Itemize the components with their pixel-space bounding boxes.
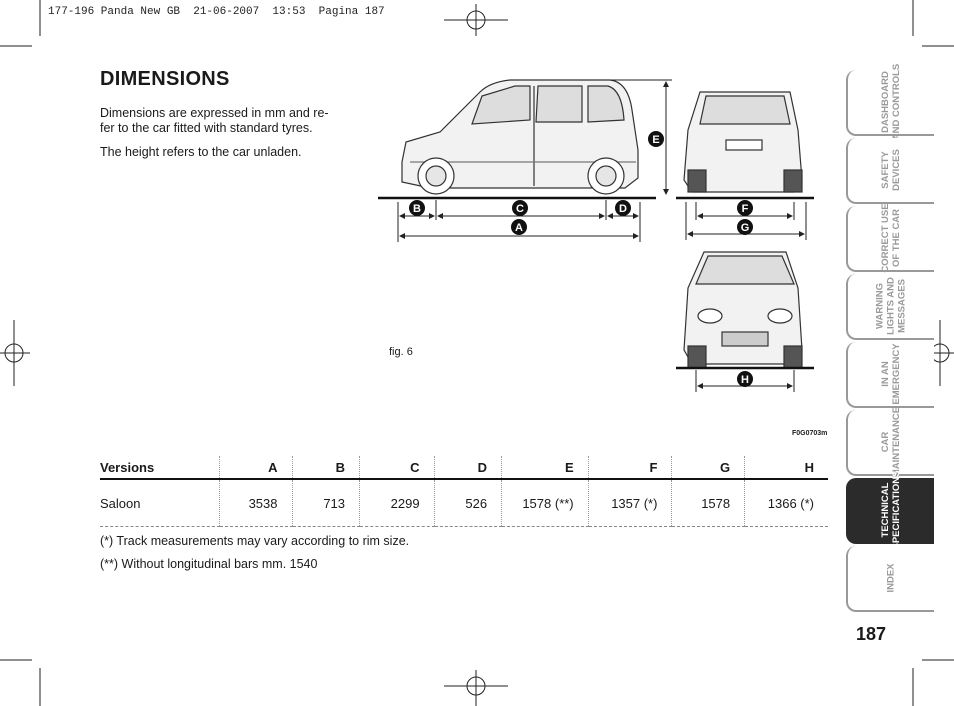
- dimensions-figure: B C D A E F G H: [378, 79, 814, 392]
- page-title: DIMENSIONS: [100, 68, 230, 90]
- tab-technical-specifications[interactable]: TECHNICAL SPECIFICATIONS: [846, 471, 934, 550]
- header-e: E: [501, 456, 589, 480]
- header-d: D: [433, 456, 502, 480]
- intro-paragraph-1: Dimensions are expressed in mm and re-fe…: [100, 106, 329, 135]
- tab-index[interactable]: INDEX: [846, 546, 934, 612]
- cell-b: 713: [291, 479, 360, 527]
- table-row: Saloon 3538 713 2299 526 1578 (**) 1357 …: [100, 479, 828, 527]
- marker-g: G: [741, 222, 750, 234]
- print-header: 177-196 Panda New GB 21-06-2007 13:53 Pa…: [48, 6, 385, 18]
- table-header-row: Versions A B C D E F G H: [100, 456, 828, 480]
- header-b: B: [291, 456, 360, 480]
- header-c: C: [359, 456, 435, 480]
- page-number: 187: [856, 624, 887, 644]
- figure-label: fig. 6: [389, 346, 413, 358]
- intro-paragraph-2: The height refers to the car unladen.: [100, 145, 302, 159]
- dimensions-table: Versions A B C D E F G H Saloon 3538 713…: [100, 456, 828, 527]
- cell-h: 1366 (*): [744, 479, 828, 527]
- tab-dashboard-and-controls[interactable]: DASHBOARD AND CONTROLS: [846, 64, 934, 140]
- tab-in-an-emergency[interactable]: IN AN EMERGENCY: [846, 342, 934, 408]
- marker-b: B: [413, 203, 421, 215]
- cell-g: 1578: [671, 479, 745, 527]
- footnotes: (*) Track measurements may vary accordin…: [100, 530, 409, 576]
- tab-warning-lights[interactable]: WARNING LIGHTS AND MESSAGES: [846, 274, 934, 340]
- footnote-2: (**) Without longitudinal bars mm. 1540: [100, 557, 318, 571]
- intro-text: Dimensions are expressed in mm and re-fe…: [100, 106, 340, 169]
- tab-correct-use[interactable]: CORRECT USE OF THE CAR: [846, 203, 934, 273]
- footnote-1: (*) Track measurements may vary accordin…: [100, 534, 410, 548]
- cell-d: 526: [433, 479, 502, 527]
- cell-c: 2299: [359, 479, 435, 527]
- marker-d: D: [619, 203, 627, 215]
- figure-code: F0G0703m: [792, 430, 828, 437]
- rear-view-car: [683, 91, 803, 193]
- header-f: F: [587, 456, 672, 480]
- cell-f: 1357 (*): [587, 479, 672, 527]
- marker-f: F: [742, 203, 749, 215]
- tab-car-maintenance[interactable]: CAR MAINTENANCE: [846, 407, 934, 477]
- cell-e: 1578 (**): [501, 479, 589, 527]
- header-g: G: [671, 456, 745, 480]
- header-versions: Versions: [100, 456, 220, 480]
- tab-safety-devices[interactable]: SAFETY DEVICES: [846, 138, 934, 204]
- marker-e: E: [652, 134, 659, 146]
- header-h: H: [744, 456, 828, 480]
- marker-a: A: [515, 222, 523, 234]
- cell-version: Saloon: [100, 479, 220, 527]
- header-a: A: [218, 456, 292, 480]
- marker-h: H: [741, 374, 749, 386]
- side-view-car: [401, 79, 639, 195]
- marker-c: C: [516, 203, 524, 215]
- cell-a: 3538: [218, 479, 292, 527]
- front-view-car: [683, 251, 803, 369]
